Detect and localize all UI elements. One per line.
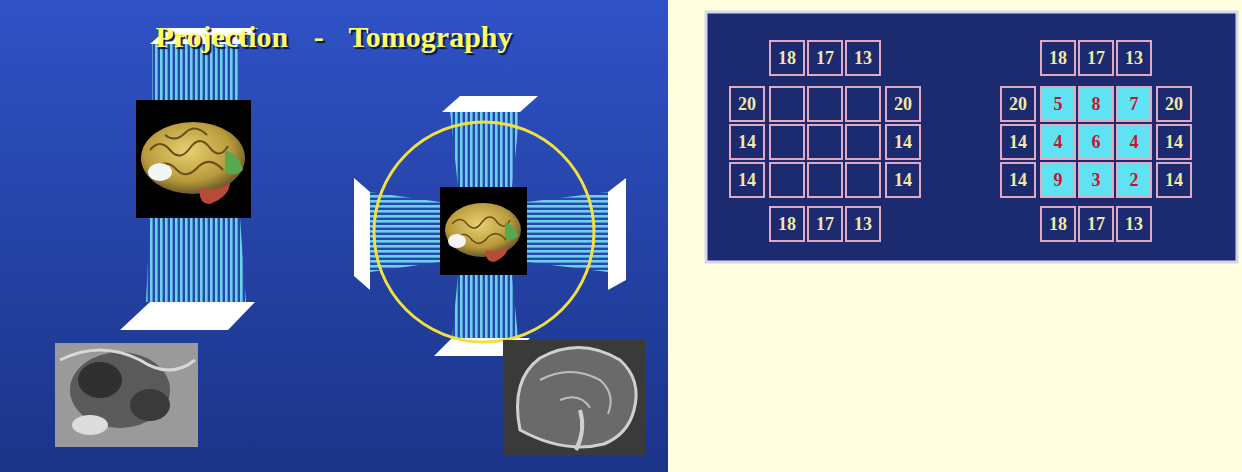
projection-sum: 14 (1156, 124, 1192, 160)
pixel-value: 9 (1040, 162, 1076, 198)
projection-sum: 13 (845, 206, 881, 242)
projection-sum: 20 (1000, 86, 1036, 122)
projection-image (55, 343, 198, 447)
brain-figure (440, 187, 527, 275)
rotation-circle (374, 122, 594, 342)
projection-sum: 14 (1000, 124, 1036, 160)
left-panel (0, 0, 668, 472)
pixel-value: 4 (1040, 124, 1076, 160)
pixel-value: 2 (1116, 162, 1152, 198)
projection-sum: 18 (1040, 40, 1076, 76)
pixel-value: 7 (1116, 86, 1152, 122)
tomography-image (503, 340, 645, 455)
grid-panel (706, 12, 1237, 262)
projection-sum: 13 (845, 40, 881, 76)
projection-sum: 20 (885, 86, 921, 122)
projection-sum: 14 (729, 124, 765, 160)
projection-sum: 14 (885, 124, 921, 160)
projection-sum: 13 (1116, 206, 1152, 242)
projection-sum: 17 (807, 206, 843, 242)
pixel-value: 8 (1078, 86, 1114, 122)
projection-sum: 18 (769, 40, 805, 76)
projection-sum: 18 (1040, 206, 1076, 242)
projection-sum: 14 (729, 162, 765, 198)
pixel-value: 5 (1040, 86, 1076, 122)
pixel-value: 3 (1078, 162, 1114, 198)
projection-sum: 13 (1116, 40, 1152, 76)
projection-sum: 17 (1078, 206, 1114, 242)
projection-sum: 18 (769, 206, 805, 242)
pixel-value: 6 (1078, 124, 1114, 160)
projection-sum: 14 (1000, 162, 1036, 198)
projection-sum: 14 (885, 162, 921, 198)
tomography-beam (354, 96, 626, 356)
projection-sum: 17 (1078, 40, 1114, 76)
pixel-value: 4 (1116, 124, 1152, 160)
brain-figure (136, 100, 251, 218)
projection-sum: 17 (807, 40, 843, 76)
projection-sum: 14 (1156, 162, 1192, 198)
projection-sum: 20 (729, 86, 765, 122)
slide-title: Projection - Tomography (0, 20, 668, 54)
projection-beam (120, 28, 258, 330)
empty-cell (770, 87, 880, 197)
projection-sum: 20 (1156, 86, 1192, 122)
